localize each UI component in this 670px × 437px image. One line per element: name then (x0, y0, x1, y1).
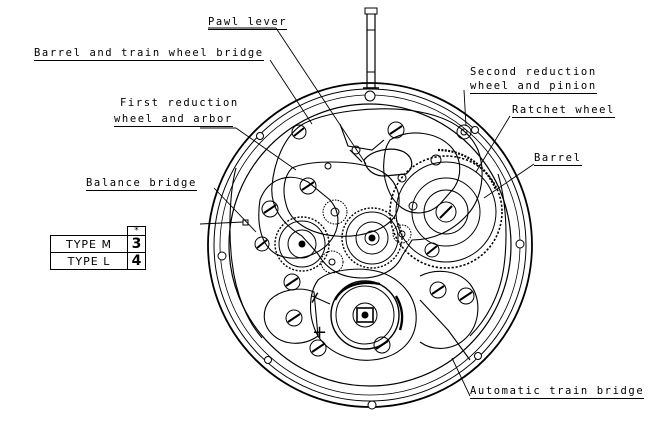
type-table-header-asterisk: * (127, 226, 146, 236)
type-table: * TYPE M 3 TYPE L 4 (50, 226, 146, 270)
label-second-reduction-line1: Second reduction (470, 66, 597, 78)
label-automatic-train-bridge: Automatic train bridge (470, 385, 645, 399)
label-first-reduction-line2: wheel and arbor (114, 113, 233, 127)
label-barrel-and-train-wheel-bridge: Barrel and train wheel bridge (34, 47, 264, 61)
label-pawl-lever: Pawl lever (208, 16, 288, 30)
label-barrel: Barrel (534, 152, 582, 166)
small-gears (320, 199, 412, 274)
screws (254, 121, 475, 357)
balance-wheel (311, 280, 404, 350)
winding-stem (363, 7, 379, 89)
barrel-ratchet (389, 155, 503, 269)
case-rings (207, 82, 533, 410)
type-table-header-blank (50, 226, 128, 236)
label-balance-bridge: Balance bridge (86, 177, 197, 191)
second-reduction-gear (437, 124, 498, 191)
center-wheel (341, 207, 403, 269)
type-name-cell: TYPE M (50, 235, 128, 253)
label-second-reduction-line2: wheel and pinion (470, 80, 597, 94)
label-ratchet-wheel: Ratchet wheel (512, 104, 615, 118)
type-table-header-row: * (50, 226, 146, 236)
type-name-cell: TYPE L (50, 252, 128, 270)
leader-lines (200, 27, 535, 397)
table-leader-line (199, 221, 244, 225)
type-value-cell: 4 (127, 252, 146, 270)
type-value-cell: 3 (127, 235, 146, 253)
type-table-row: TYPE M 3 (50, 235, 146, 253)
label-first-reduction-line1: First reduction (120, 97, 239, 109)
regulator-plus: + (312, 322, 327, 343)
type-table-row: TYPE L 4 (50, 252, 146, 270)
first-reduction-gear (274, 216, 330, 272)
